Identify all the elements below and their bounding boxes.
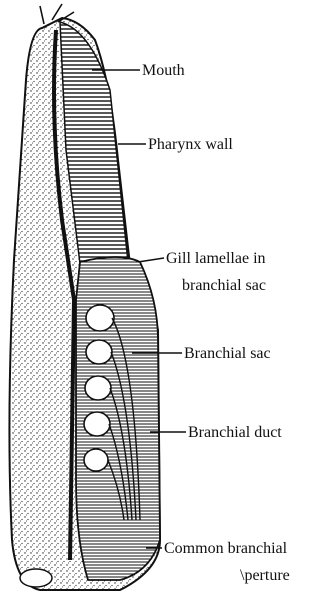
label-common-branchial-2: \perture — [240, 567, 290, 584]
aperture — [20, 569, 52, 587]
label-gill-lamellae-2: branchial sac — [182, 277, 266, 294]
label-branchial-sac: Branchial sac — [184, 345, 271, 362]
label-common-branchial-1: Common branchial — [164, 540, 288, 557]
label-pharynx-wall: Pharynx wall — [148, 136, 233, 153]
label-mouth: Mouth — [142, 62, 185, 79]
label-gill-lamellae-1: Gill lamellae in — [166, 250, 266, 267]
label-branchial-duct: Branchial duct — [188, 424, 282, 441]
